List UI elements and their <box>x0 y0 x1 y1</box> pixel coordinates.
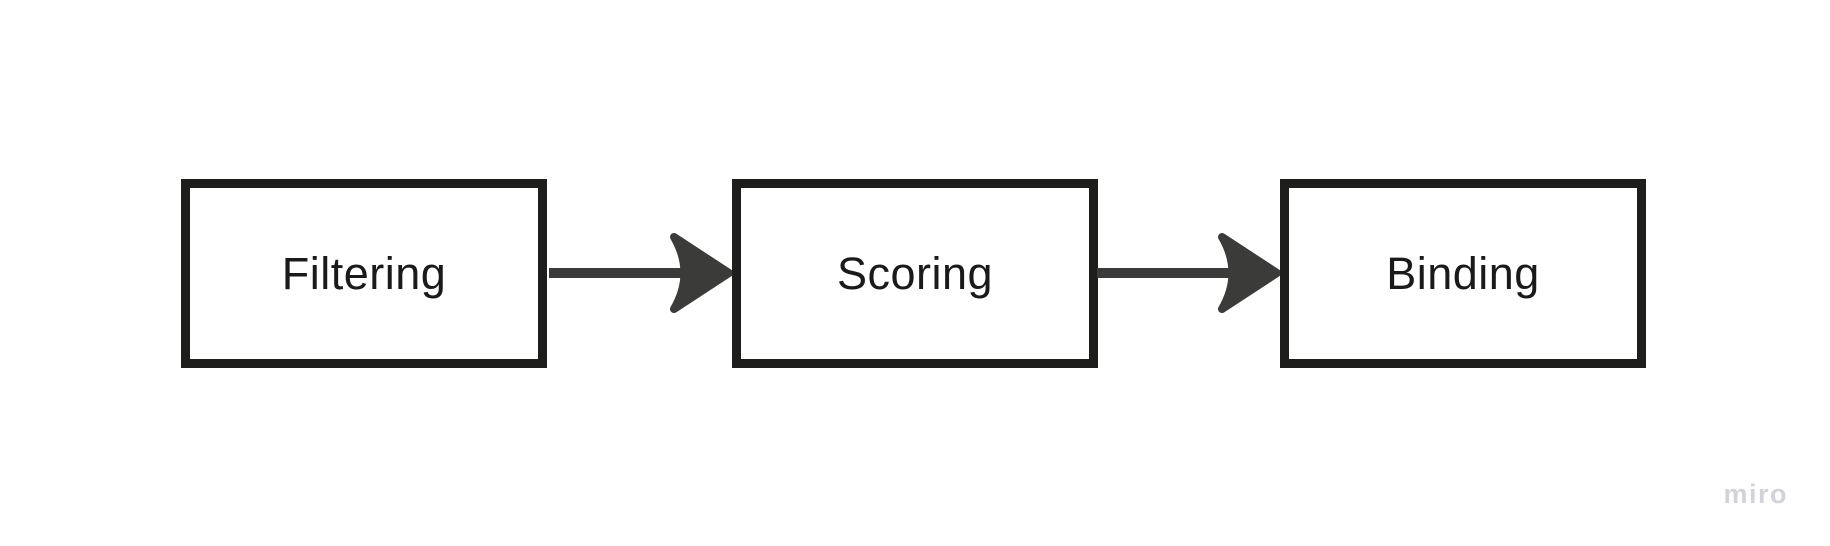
node-binding[interactable]: Binding <box>1280 179 1646 368</box>
node-scoring[interactable]: Scoring <box>732 179 1098 368</box>
node-scoring-label: Scoring <box>836 248 994 299</box>
arrowhead-right-icon <box>670 233 732 313</box>
node-filtering[interactable]: Filtering <box>181 179 547 368</box>
node-binding-label: Binding <box>1386 248 1540 299</box>
connector-filtering-to-scoring[interactable] <box>549 228 732 318</box>
connector-scoring-to-binding[interactable] <box>1097 228 1280 318</box>
arrowhead-right-icon <box>1218 233 1280 313</box>
miro-watermark-logo: miro <box>1723 479 1788 509</box>
node-filtering-label: Filtering <box>281 248 447 299</box>
